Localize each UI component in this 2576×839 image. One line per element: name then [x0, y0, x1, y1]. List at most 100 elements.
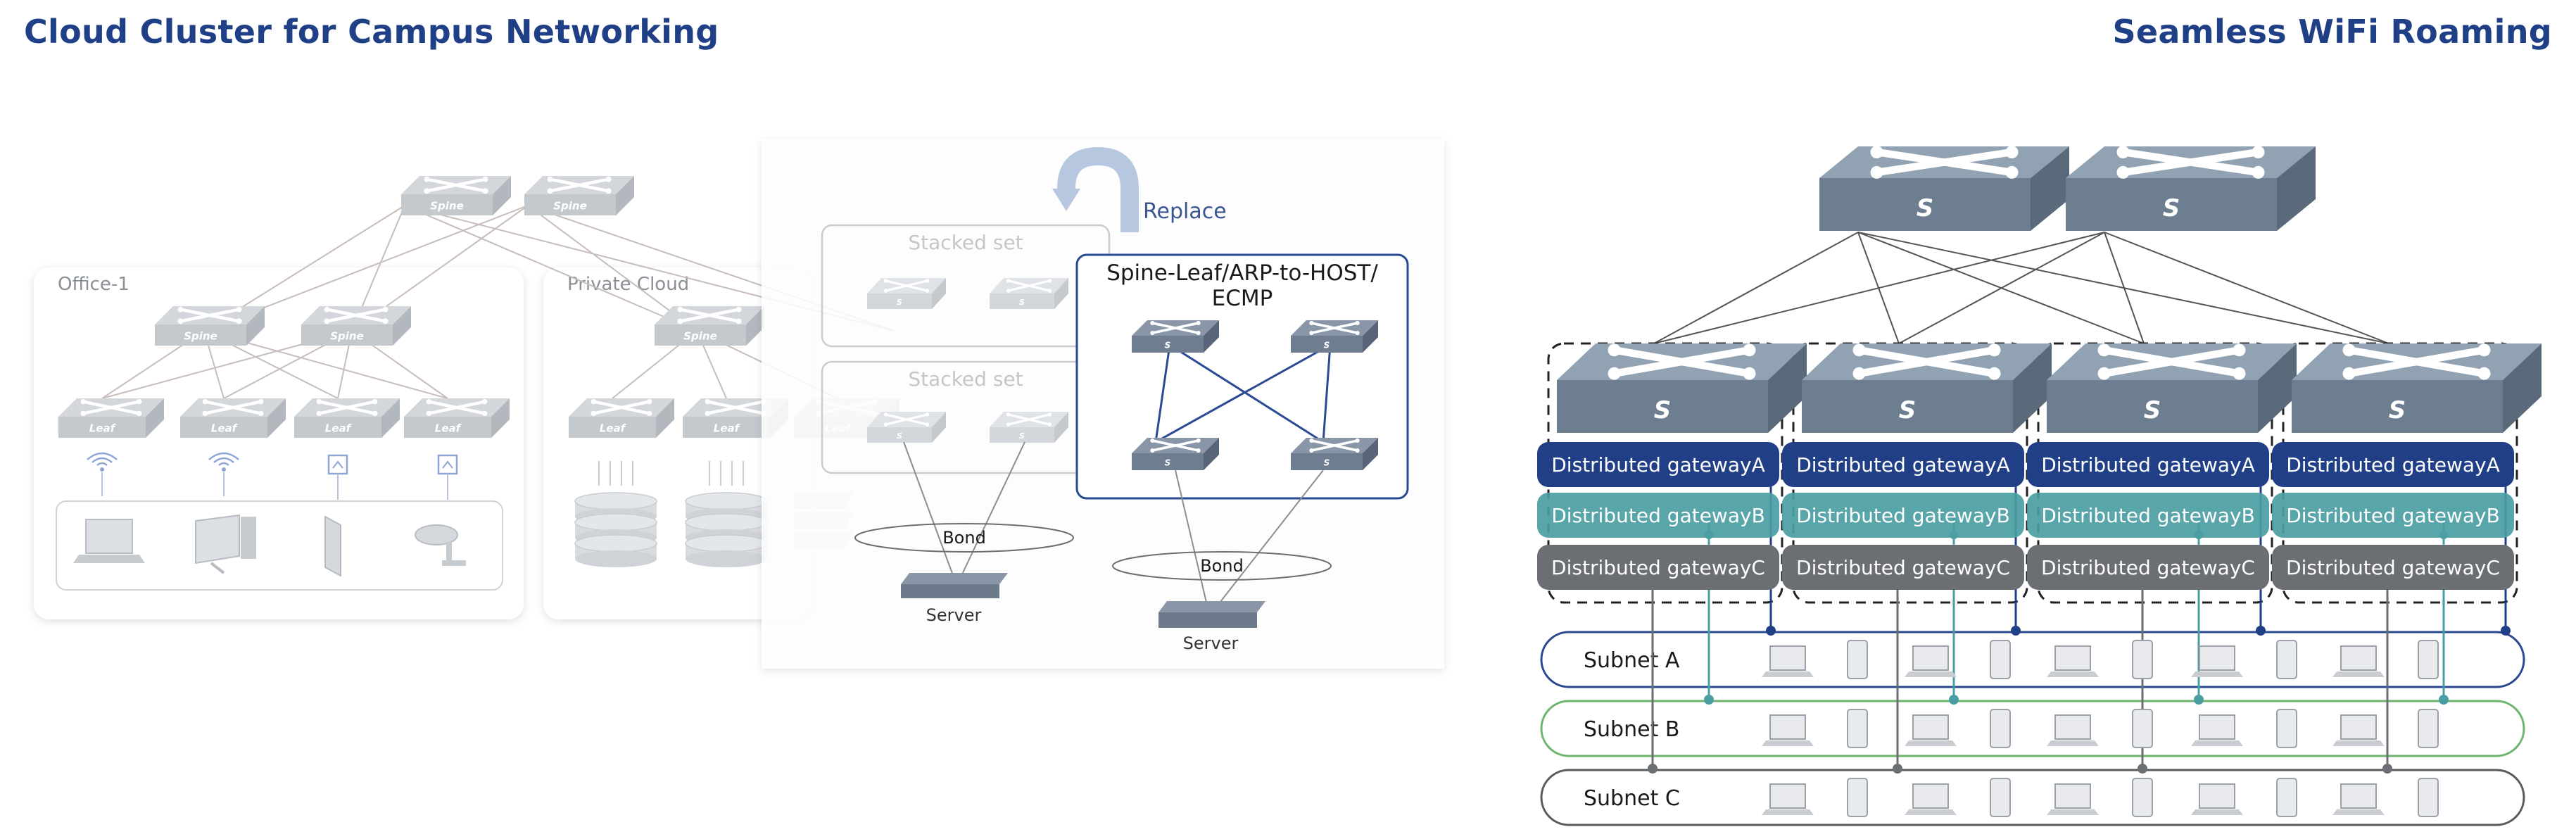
switch-arrow — [885, 279, 928, 292]
laptop-icon — [2191, 783, 2243, 815]
gateway-c-node — [1648, 764, 1658, 774]
laptop-icon — [2047, 783, 2099, 815]
laptop-base — [1905, 809, 1957, 815]
laptop-icon — [1905, 783, 1957, 815]
switch-arrow-head — [324, 306, 330, 313]
gateway-pill — [1537, 493, 1779, 538]
switch-front — [1132, 336, 1204, 353]
switch-label: S — [897, 298, 902, 307]
gateway-c-node — [2382, 764, 2392, 774]
switch-label: S — [1019, 431, 1025, 441]
switch-arrow-head — [1608, 367, 1621, 380]
tablet-icon — [2418, 709, 2439, 748]
wifi-arc — [218, 462, 229, 466]
switch-arrow-head — [1988, 343, 2001, 357]
laptop-icon — [2191, 714, 2243, 746]
replace-arrow-path — [1057, 146, 1139, 232]
desktop-stand — [210, 562, 225, 574]
laptop-icon — [73, 519, 145, 563]
wifi-arc — [208, 452, 239, 460]
switch-arrow-head — [1870, 165, 1883, 179]
replace-label: Replace — [1143, 199, 1227, 224]
switch-front — [683, 417, 770, 438]
title-left: Cloud Cluster for Campus Networking — [24, 13, 719, 51]
desktop-icon — [195, 514, 256, 574]
switch-arrow-head — [1355, 448, 1360, 453]
switch-arrow-head — [202, 398, 208, 405]
switch-label: S — [1654, 396, 1672, 424]
switch-arrow-head — [482, 188, 488, 194]
switch-label: Leaf — [435, 422, 462, 435]
tablet-icon — [2132, 778, 2153, 817]
group-label-office: Office-1 — [58, 274, 130, 295]
tablet-icon — [1847, 709, 1868, 748]
gateway-pill — [2027, 493, 2269, 538]
gateway-b-node — [1949, 695, 1959, 705]
switch-arrow-head — [1196, 438, 1201, 443]
gateway-label: Distributed gatewayB — [2286, 504, 2500, 527]
wifi-arc — [213, 457, 234, 463]
switch-side — [1054, 412, 1068, 443]
server-link — [903, 441, 954, 578]
gateway-pill — [1782, 493, 2024, 538]
spine-leaf-title: Spine-Leaf/ARP-to-HOST/ — [1106, 260, 1378, 286]
switch-arrow-head — [705, 410, 711, 417]
title-right: Seamless WiFi Roaming — [2112, 13, 2552, 51]
switch-arrow-head — [646, 398, 652, 405]
gateway-label: Distributed gatewayB — [1551, 504, 1765, 527]
stacked-set-label: Stacked set — [908, 231, 1023, 254]
switch-arrow — [1311, 439, 1358, 452]
laptop-screen — [2054, 783, 2091, 809]
core-link — [1898, 232, 2105, 344]
switch-front — [524, 194, 616, 215]
laptop-icon — [2332, 645, 2385, 677]
switch-arrow-head — [591, 398, 597, 405]
switch-arrow-head — [1150, 438, 1155, 443]
switch-label: S — [1324, 340, 1330, 350]
spine-leaf-link — [1154, 344, 1171, 443]
spine-switch-active: S — [1291, 320, 1378, 353]
switch-arrow-head — [925, 422, 930, 427]
laptop-base — [1905, 671, 1957, 677]
switch-front — [569, 417, 656, 438]
laptop-icon — [1762, 714, 1814, 746]
switch-arrow — [318, 400, 376, 415]
switch-arrow-head — [2252, 146, 2265, 159]
switch-arrow-head — [424, 188, 430, 194]
switch-front — [1802, 380, 2013, 433]
switch-arrow-head — [258, 398, 264, 405]
switch-label: S — [2389, 396, 2406, 424]
switch-arrow-head — [1355, 330, 1360, 336]
storage-disk-bottom — [686, 550, 767, 567]
gateway-pill — [2027, 442, 2269, 487]
switch-arrow-head — [677, 318, 683, 324]
desktop-monitor — [195, 514, 240, 564]
ap-glyph — [332, 460, 343, 469]
switch-front — [867, 427, 932, 443]
device-box — [56, 500, 503, 591]
switch-arrow-head — [1047, 422, 1052, 427]
switch-arrow-head — [883, 422, 888, 427]
server-label: Server — [1183, 633, 1239, 653]
gateway-a-node — [2501, 626, 2511, 636]
laptop-screen — [85, 519, 133, 554]
switch-side — [393, 306, 411, 346]
replace-arrow-head — [1052, 189, 1080, 211]
switch-arrow — [179, 308, 240, 323]
laptop-icon — [2047, 714, 2099, 746]
laptop-screen — [1912, 783, 1949, 809]
spine-leaf-link — [1322, 344, 1332, 443]
switch-label: Leaf — [600, 422, 627, 435]
switch-arrow-head — [482, 176, 488, 182]
switch-arrow-head — [2233, 367, 2246, 380]
switch-front — [1291, 453, 1363, 470]
gateway-a-node — [1766, 626, 1776, 636]
switch-arrow-head — [547, 176, 553, 182]
switch-arrow-head — [2097, 367, 2111, 380]
switch-arrow-head — [2233, 343, 2246, 357]
laptop-icon — [2332, 714, 2385, 746]
leaf-switch-active: S — [1132, 438, 1219, 470]
tablet-body — [1990, 778, 2011, 817]
switch-arrow-head — [382, 318, 389, 324]
switch-arrow-head — [1355, 438, 1360, 443]
